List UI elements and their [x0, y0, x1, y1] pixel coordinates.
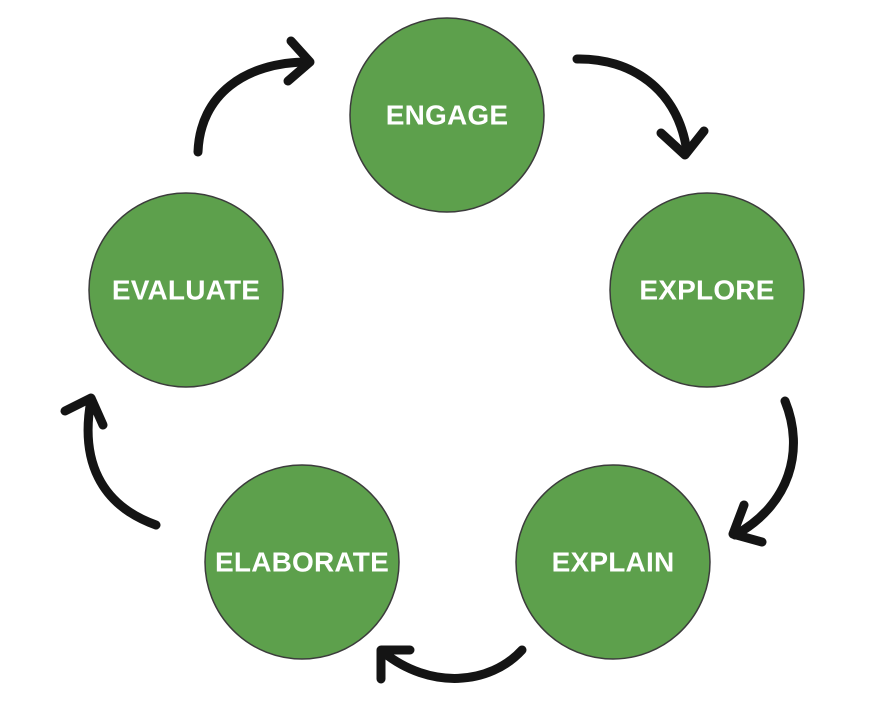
stage-circle-engage — [349, 17, 545, 213]
arrow-shaft-evaluate-to-engage — [193, 57, 313, 157]
arrow-elaborate-to-evaluate — [60, 393, 161, 530]
arrow-shaft-engage-to-explore — [572, 54, 692, 157]
stage-explore: EXPLORE — [609, 192, 805, 388]
arrow-explain-to-elaborate — [376, 645, 527, 684]
stage-elaborate: ELABORATE — [204, 464, 400, 660]
arrow-head-explore-to-explain — [728, 500, 767, 547]
arrow-shaft-elaborate-to-evaluate — [83, 395, 161, 530]
stage-label-explore: EXPLORE — [639, 275, 774, 306]
arrow-evaluate-to-engage — [193, 36, 315, 157]
stage-label-engage: ENGAGE — [386, 100, 509, 131]
arrow-shaft-explain-to-elaborate — [378, 645, 527, 683]
stage-explain: EXPLAIN — [515, 464, 711, 660]
stage-circle-explain — [515, 464, 711, 660]
stage-label-elaborate: ELABORATE — [215, 547, 389, 578]
stage-label-evaluate: EVALUATE — [112, 275, 260, 306]
arrow-head-explain-to-elaborate — [376, 645, 415, 684]
stage-circle-elaborate — [204, 464, 400, 660]
stage-label-explain: EXPLAIN — [552, 547, 675, 578]
stage-engage: ENGAGE — [349, 17, 545, 213]
stage-evaluate: EVALUATE — [88, 192, 284, 388]
stage-circle-explore — [609, 192, 805, 388]
arrow-head-engage-to-explore — [656, 126, 709, 160]
arrow-explore-to-explain — [728, 396, 798, 547]
arrow-head-elaborate-to-evaluate — [60, 393, 108, 430]
arrow-engage-to-explore — [572, 54, 709, 160]
arrow-head-evaluate-to-engage — [283, 36, 315, 86]
arrow-shaft-explore-to-explain — [730, 396, 798, 540]
stage-circle-evaluate — [88, 192, 284, 388]
